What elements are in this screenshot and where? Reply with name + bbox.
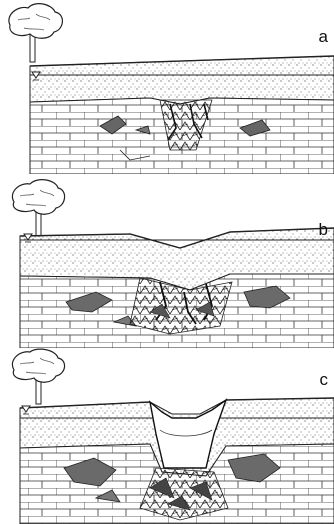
tree-icon <box>9 4 63 62</box>
panel-a-drawing <box>0 0 334 174</box>
panel-b: b <box>0 174 334 348</box>
panel-label-a: a <box>319 27 328 47</box>
panel-label-b: b <box>319 220 328 240</box>
panel-c: c <box>0 348 334 522</box>
panel-a: a <box>0 0 334 174</box>
tree-icon <box>12 349 64 404</box>
tree-icon <box>12 180 64 236</box>
panel-b-drawing <box>0 174 334 348</box>
panel-label-c: c <box>320 370 329 390</box>
panel-c-drawing <box>0 348 334 524</box>
